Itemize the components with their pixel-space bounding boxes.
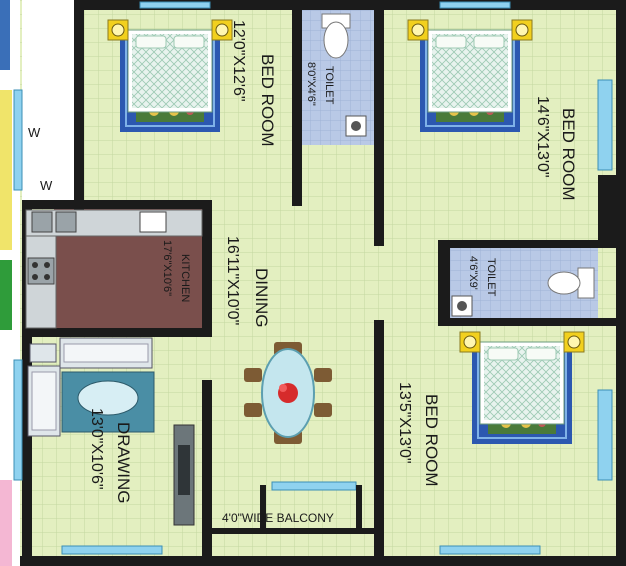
kitchen-sink-icon bbox=[31, 211, 77, 233]
dining-table-icon bbox=[244, 342, 332, 444]
walls bbox=[20, 0, 626, 566]
bedroom-top-left-label: BED ROOM bbox=[258, 54, 277, 147]
toilet-seat-icon bbox=[547, 267, 595, 299]
floor-drain-icon bbox=[345, 115, 367, 137]
sofa-icon bbox=[27, 365, 61, 437]
bedroom-bottom-right-size: 13'5"X13'0" bbox=[396, 382, 413, 464]
sofa-icon bbox=[59, 337, 153, 369]
drawing-label: DRAWING bbox=[114, 422, 133, 504]
toilet-seat-icon bbox=[321, 13, 351, 59]
rug-icon bbox=[61, 371, 155, 433]
side-table-icon bbox=[29, 343, 57, 363]
double-bed-icon bbox=[407, 19, 533, 133]
kitchen-label: KITCHEN bbox=[179, 254, 191, 302]
drawing-size: 13'0"X10'6" bbox=[88, 408, 105, 490]
dining-size: 16'11"X10'0" bbox=[224, 236, 241, 325]
double-bed-icon bbox=[107, 19, 233, 133]
toilet-top-size: 8'0"X4'6" bbox=[305, 62, 317, 106]
w-marker-upper: W bbox=[28, 125, 41, 140]
fridge-icon bbox=[139, 211, 167, 233]
bedroom-bottom-right-label: BED ROOM bbox=[422, 394, 441, 487]
bedroom-top-left-size: 12'0"X12'6" bbox=[230, 20, 247, 102]
toilet-top-label: TOILET bbox=[323, 66, 335, 105]
toilet-right-size: 4'6"X9' bbox=[467, 256, 479, 290]
dining-label: DINING bbox=[252, 268, 271, 328]
tv-unit-icon bbox=[173, 424, 195, 526]
floor-drain-icon bbox=[451, 295, 473, 317]
balcony-label: 4'0"WIDE BALCONY bbox=[222, 511, 334, 525]
bedroom-top-right-label: BED ROOM bbox=[559, 108, 578, 201]
toilet-right-label: TOILET bbox=[485, 258, 497, 297]
gas-stove-icon bbox=[27, 257, 55, 285]
bedroom-top-right-size: 14'6"X13'0" bbox=[534, 96, 551, 178]
w-marker-lower: W bbox=[40, 178, 53, 193]
kitchen-size: 17'6"X10'6" bbox=[161, 240, 173, 296]
double-bed-icon bbox=[459, 331, 585, 445]
